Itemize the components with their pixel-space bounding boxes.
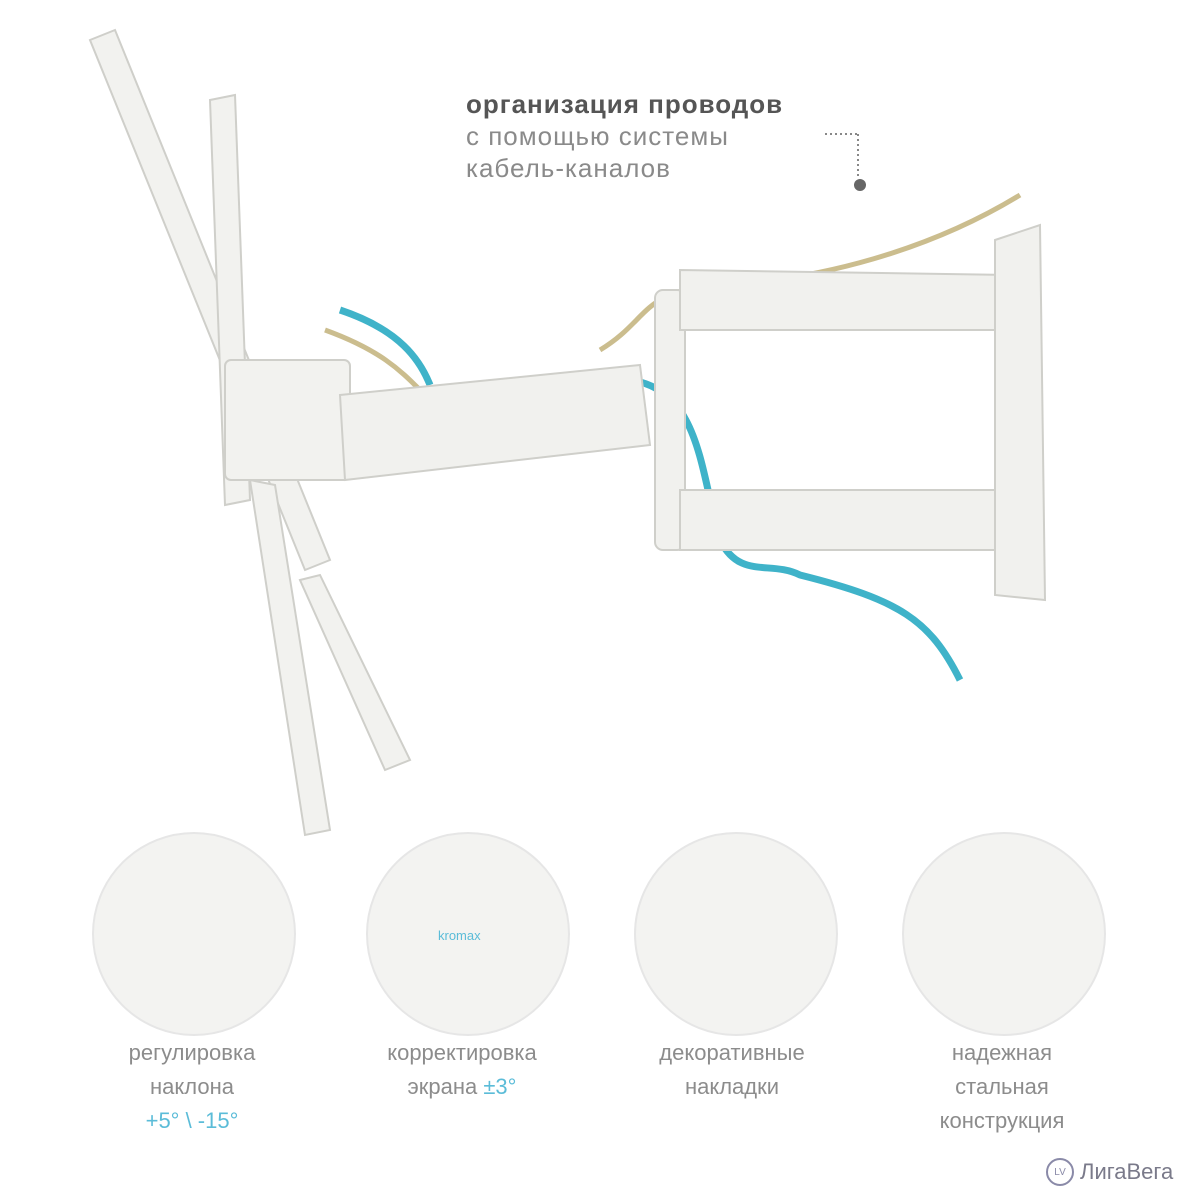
feature-steel-construction: надежная стальная конструкция — [892, 1036, 1112, 1138]
callout-line2: с помощью системы — [466, 121, 729, 151]
steel-construction-detail-image — [902, 832, 1106, 1036]
feature-text: надежная — [951, 1040, 1053, 1065]
screen-correction-detail-image: kromax — [366, 832, 570, 1036]
feature-text: наклона — [150, 1074, 234, 1099]
feature-screen-correction: корректировка экрана ±3° — [352, 1036, 572, 1104]
feature-text: стальная — [955, 1074, 1049, 1099]
ligavega-logo-icon: LV — [1046, 1158, 1074, 1186]
watermark-text: ЛигаВега — [1080, 1159, 1174, 1184]
feature-text: конструкция — [939, 1108, 1065, 1133]
feature-tilt: регулировка наклона +5° \ -15° — [82, 1036, 302, 1138]
cable-management-callout: организация проводов с помощью системы к… — [466, 88, 783, 184]
callout-title: организация проводов — [466, 89, 784, 119]
feature-text: регулировка — [128, 1040, 256, 1065]
feature-text: экрана — [407, 1074, 478, 1099]
feature-decorative-covers: декоративные накладки — [622, 1036, 842, 1104]
callout-line3: кабель-каналов — [466, 153, 671, 183]
feature-text: корректировка — [387, 1040, 537, 1065]
cable-label-connector — [825, 133, 866, 191]
arm-segments — [338, 223, 1047, 602]
decorative-covers-detail-image — [634, 832, 838, 1036]
feature-text: декоративные — [659, 1040, 805, 1065]
feature-text: накладки — [684, 1074, 780, 1099]
tv-plate-crossbars — [88, 28, 412, 837]
watermark-logo: LV ЛигаВега — [1046, 1158, 1173, 1186]
brand-badge: kromax — [438, 928, 481, 943]
feature-accent: +5° \ -15° — [145, 1108, 239, 1133]
feature-accent: ±3° — [483, 1074, 517, 1099]
tilt-detail-image — [92, 832, 296, 1036]
cable-blue — [338, 306, 964, 682]
